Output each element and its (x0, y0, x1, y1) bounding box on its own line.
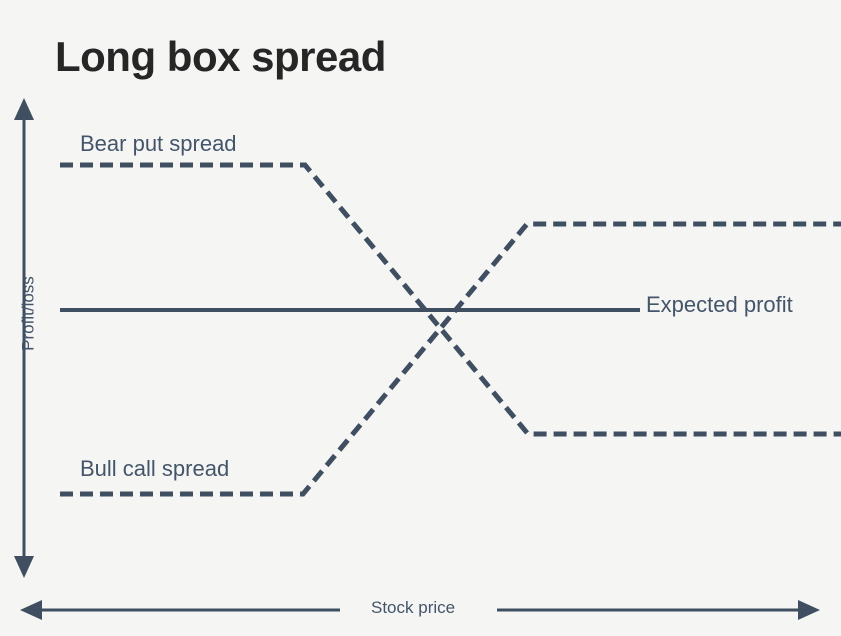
x-axis (20, 600, 820, 620)
x-axis-arrow-left-icon (20, 600, 42, 620)
series-label-expected-profit: Expected profit (646, 292, 793, 317)
x-axis-label: Stock price (371, 598, 456, 617)
series-bull-call-spread (60, 221, 841, 497)
x-axis-arrow-right-icon (798, 600, 820, 620)
y-axis (14, 98, 34, 578)
page-title: Long box spread (55, 33, 386, 80)
series-label-bull-call-spread: Bull call spread (80, 456, 230, 481)
y-axis-arrow-up-icon (14, 98, 34, 120)
series-label-bear-put-spread: Bear put spread (80, 131, 237, 156)
y-axis-arrow-down-icon (14, 556, 34, 578)
series-bear-put-spread (60, 162, 841, 437)
y-axis-label: Profit/loss (18, 276, 38, 351)
